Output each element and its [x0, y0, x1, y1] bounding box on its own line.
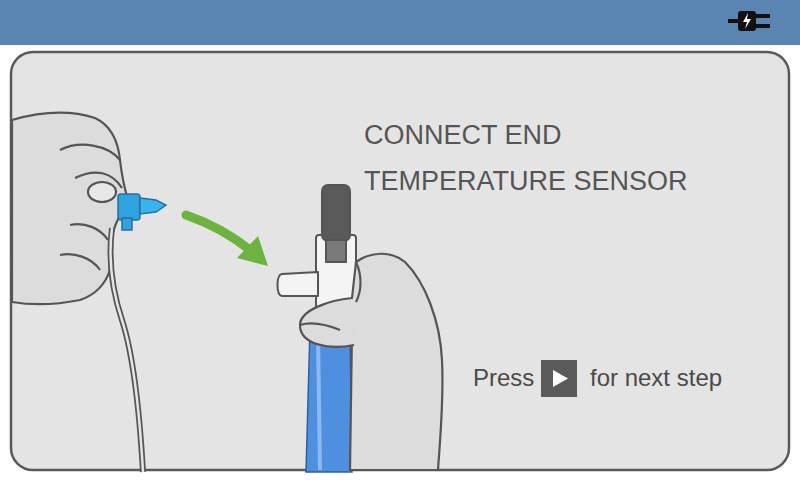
blue-tube	[306, 328, 352, 472]
tube-highlight	[318, 335, 320, 470]
right-hand	[300, 254, 443, 470]
sensor-cable	[110, 228, 143, 472]
direction-arrow	[186, 215, 268, 266]
play-button	[541, 360, 577, 397]
instruction-title: CONNECT END TEMPERATURE SENSOR	[364, 112, 724, 204]
panel	[11, 52, 789, 470]
plug-icon	[728, 11, 770, 31]
top-bar	[0, 0, 800, 45]
sensor-cable-core	[110, 228, 143, 472]
press-label: Press	[473, 363, 534, 393]
temperature-sensor	[118, 194, 166, 230]
next-step-label: for next step	[590, 363, 722, 393]
